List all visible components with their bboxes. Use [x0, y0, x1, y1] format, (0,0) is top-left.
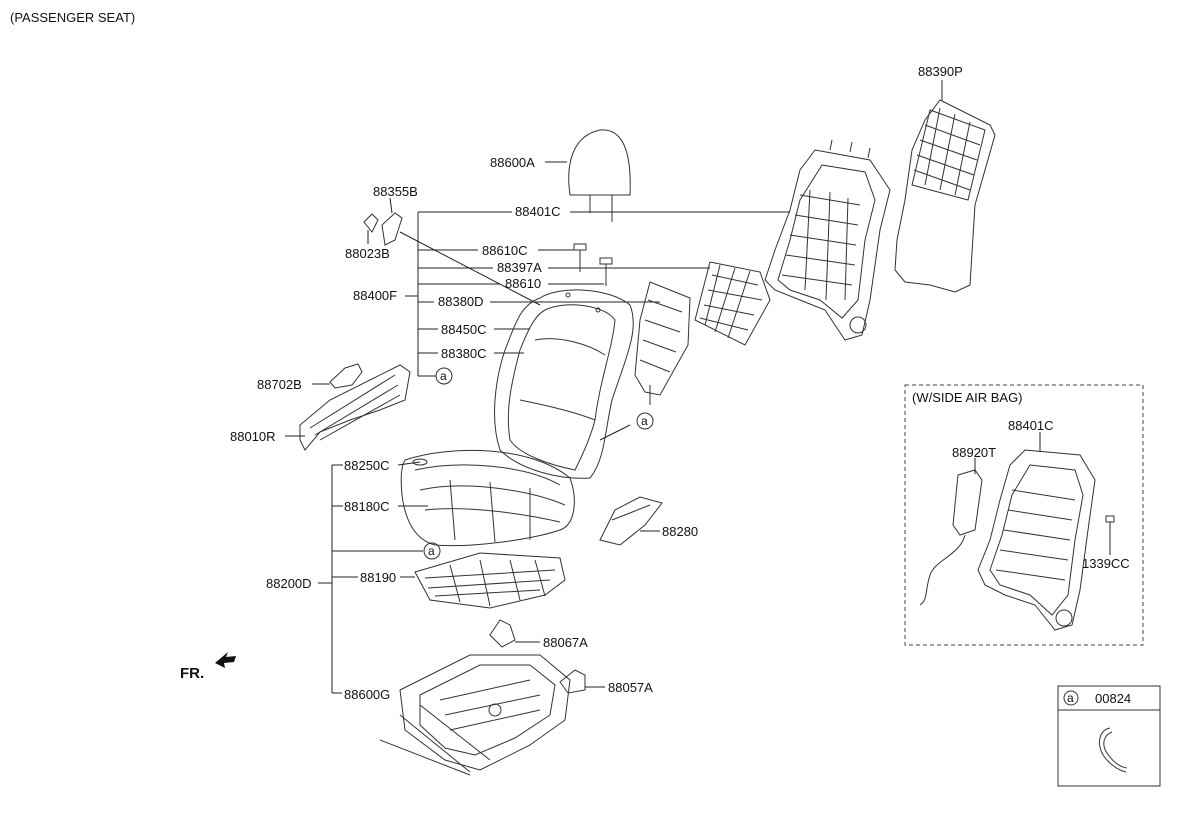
front-arrow-icon [215, 652, 236, 668]
airbag-module-88920t[interactable] [919, 469, 983, 606]
label-88390p: 88390P [918, 64, 963, 79]
bracket-88057a[interactable] [559, 669, 586, 694]
spring-mat-88190[interactable] [414, 552, 566, 609]
callout-a-label-3: a [428, 544, 435, 558]
callout-a-label: a [440, 369, 447, 383]
inset-seatback-frame[interactable] [977, 449, 1096, 631]
inset-label-88401c: 88401C [1008, 418, 1054, 433]
label-88397a: 88397A [497, 260, 542, 275]
label-88600g: 88600G [344, 687, 390, 702]
diagram-title: (PASSENGER SEAT) [10, 10, 135, 25]
label-88610: 88610 [505, 276, 541, 291]
bracket-88067a[interactable] [489, 619, 516, 648]
airbag-inset-box [904, 384, 1144, 646]
pin-88610[interactable] [599, 257, 613, 286]
mesh-panel-88397a[interactable] [694, 261, 771, 346]
headrest-88600a[interactable] [568, 129, 631, 222]
label-88250c: 88250C [344, 458, 390, 473]
airbag-inset-title: (W/SIDE AIR BAG) [912, 390, 1023, 405]
callout-a-marker-3 [423, 542, 441, 560]
pin-88610c[interactable] [573, 243, 587, 272]
callout-a-label-2: a [641, 414, 648, 428]
callout-a-marker [435, 367, 453, 385]
legend-box [1057, 685, 1161, 787]
label-88380d: 88380D [438, 294, 484, 309]
label-88401c: 88401C [515, 204, 561, 219]
label-88180c: 88180C [344, 499, 390, 514]
seat-cushion-88180c[interactable] [400, 449, 575, 547]
label-88702b: 88702B [257, 377, 302, 392]
label-88355b: 88355B [373, 184, 418, 199]
seat-frame-88600g[interactable] [379, 654, 571, 776]
label-88450c: 88450C [441, 322, 487, 337]
bracket-88280[interactable] [599, 496, 663, 546]
label-88200d: 88200D [266, 576, 312, 591]
legend-marker-circle [1063, 690, 1079, 706]
side-trim-88010r[interactable] [299, 364, 411, 451]
bracket-88355b[interactable] [363, 212, 403, 246]
clip-00824-icon [1099, 727, 1127, 773]
knob-88702b[interactable] [329, 363, 363, 389]
front-indicator: FR. [180, 665, 204, 682]
label-88610c: 88610C [482, 243, 528, 258]
clip-00824-icon-inner [1103, 731, 1128, 769]
label-88280: 88280 [662, 524, 698, 539]
seatback-cover-88380c[interactable] [494, 289, 634, 479]
seatback-frame[interactable] [764, 139, 891, 341]
label-88400f: 88400F [353, 288, 397, 303]
label-88010r: 88010R [230, 429, 276, 444]
label-88190: 88190 [360, 570, 396, 585]
label-88067a: 88067A [543, 635, 588, 650]
label-88380c: 88380C [441, 346, 487, 361]
seatback-panel-88390p[interactable] [894, 99, 996, 293]
label-88023b: 88023B [345, 246, 390, 261]
callout-a-marker-2 [636, 412, 654, 430]
label-88057a: 88057A [608, 680, 653, 695]
inset-label-1339cc: 1339CC [1082, 556, 1130, 571]
legend-marker: a [1067, 691, 1074, 705]
label-88600a: 88600A [490, 155, 535, 170]
legend-part-number: 00824 [1095, 691, 1131, 706]
inset-label-88920t: 88920T [952, 445, 996, 460]
lumbar-88380d[interactable] [634, 281, 691, 405]
